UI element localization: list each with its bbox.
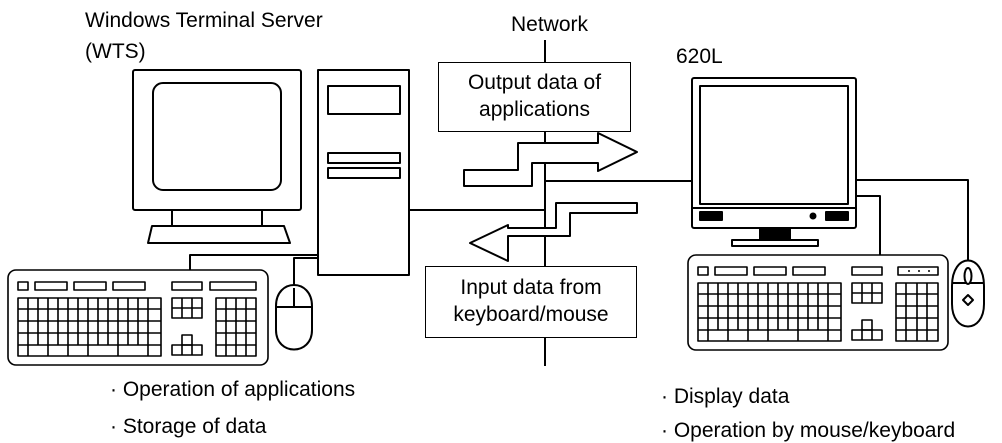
wts-mouse: [275, 284, 313, 351]
input-box-line1: Input data from: [460, 276, 602, 299]
client-mouse: [951, 259, 985, 328]
output-data-box: Output data of applications: [438, 62, 631, 132]
client-monitor: [691, 77, 857, 247]
server-title: Windows Terminal Server: [85, 9, 323, 32]
client-title: 620L: [676, 45, 723, 68]
server-subtitle: (WTS): [85, 40, 146, 63]
wts-tower: [317, 69, 410, 276]
input-data-box: Input data from keyboard/mouse: [425, 266, 637, 338]
input-box-line2: keyboard/mouse: [453, 303, 609, 326]
server-function-2: · Storage of data: [110, 415, 267, 438]
wts-keyboard: [7, 269, 269, 366]
wts-monitor: [132, 69, 302, 244]
network-label: Network: [511, 13, 589, 36]
output-arrow: [463, 132, 638, 187]
server-function-1: · Operation of applications: [110, 378, 356, 401]
client-function-1: · Display data: [661, 385, 790, 408]
input-arrow: [469, 202, 638, 262]
connection-cables: [189, 179, 969, 288]
client-function-2: · Operation by mouse/keyboard: [661, 419, 956, 442]
output-box-line2: applications: [479, 98, 590, 121]
client-keyboard: [687, 254, 949, 351]
output-box-line1: Output data of: [467, 71, 602, 94]
